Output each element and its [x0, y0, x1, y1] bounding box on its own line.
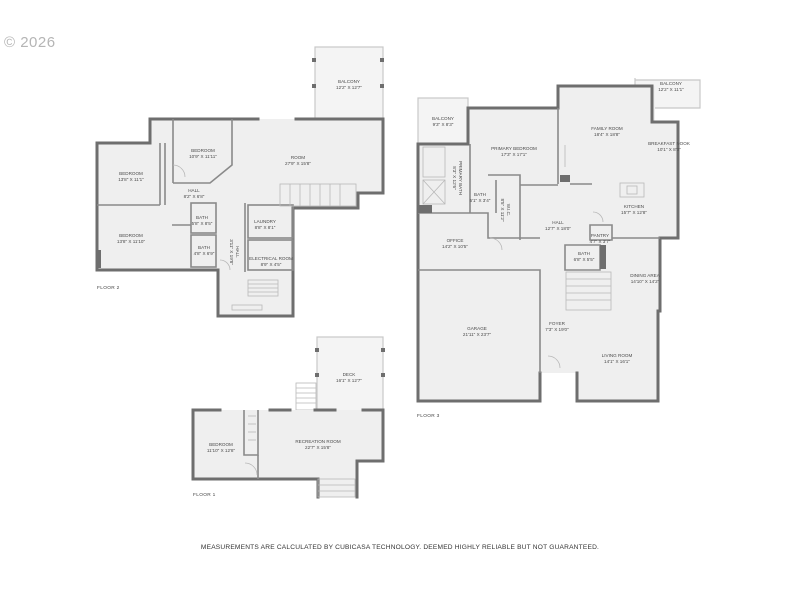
floor-label: FLOOR 3: [417, 414, 440, 419]
room-label-wic: W.I.C.8'5" x 11'2": [500, 198, 511, 222]
floor-label: FLOOR 2: [97, 286, 120, 291]
floor-1-plan: [191, 336, 385, 499]
copyright-watermark: © 2026: [4, 34, 56, 51]
floor-2-plan: [95, 46, 385, 318]
floor-label: FLOOR 1: [193, 493, 216, 498]
measurement-disclaimer: MEASUREMENTS ARE CALCULATED BY CUBICASA …: [200, 544, 600, 551]
floor-3-plan: [416, 78, 701, 403]
